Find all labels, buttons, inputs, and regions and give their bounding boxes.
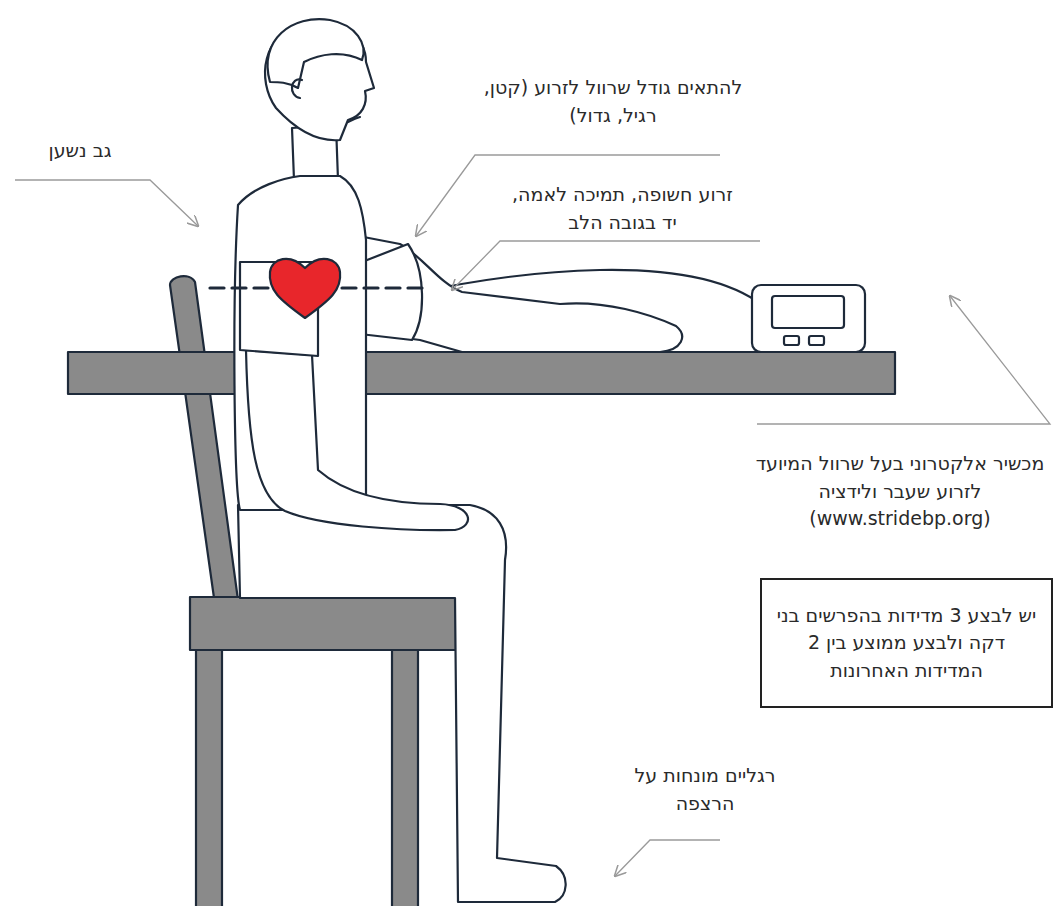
callout-label: מכשיר אלקטרוני בעל שרוול המיועד לזרוע שע… <box>755 450 1045 533</box>
monitor-button <box>784 336 799 345</box>
callout-label: זרוע חשופה, תמיכה לאמה, יד בגובה הלב <box>505 181 740 236</box>
near-arm <box>246 350 468 530</box>
chair-seat <box>190 597 456 650</box>
leader-line <box>452 241 760 290</box>
person-hair <box>268 19 364 88</box>
heart-symbol <box>270 259 340 318</box>
chair-leg <box>392 648 418 906</box>
callout-label: גב נשען <box>25 137 135 165</box>
chair-back <box>170 276 238 605</box>
note-text: יש לבצע 3 מדידות בהפרשים בני דקה ולבצע מ… <box>772 602 1041 685</box>
bp-monitor <box>752 285 865 352</box>
leader-line <box>757 296 1050 424</box>
callout-label: להתאים גודל שרוול לזרוע (קטן, רגיל, גדול… <box>478 74 748 129</box>
table-top <box>68 352 895 394</box>
leader-line <box>615 840 720 876</box>
monitor-button <box>809 336 824 345</box>
bp-cuff <box>360 244 422 340</box>
monitor-screen <box>772 296 844 328</box>
person-ear <box>292 79 302 98</box>
person-legs <box>238 505 566 902</box>
forearm <box>348 234 682 352</box>
chair-leg <box>196 648 222 906</box>
person-mouth <box>348 117 360 122</box>
leader-line <box>15 180 198 226</box>
callout-label: רגליים מונחות על הרצפה <box>630 762 780 817</box>
note-box: יש לבצע 3 מדידות בהפרשים בני דקה ולבצע מ… <box>760 578 1053 708</box>
